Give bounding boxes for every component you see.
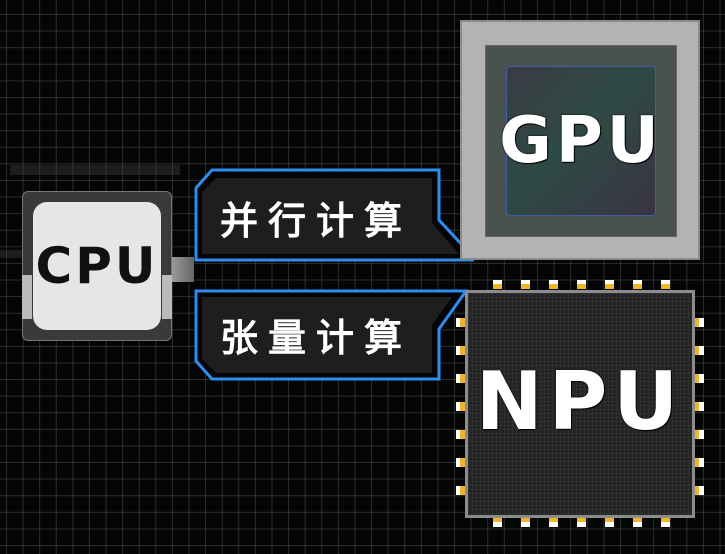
cpu-side-tab [162,275,172,319]
edge-label-cpu-gpu: 并行计算 [194,168,474,263]
npu-pin [577,280,586,289]
npu-pin [456,374,465,383]
decorative-bar [10,165,180,175]
npu-pin [456,486,465,495]
npu-label: NPU [475,354,685,448]
npu-pin [695,430,704,439]
npu-pin [456,346,465,355]
cpu-port-connector [172,257,194,282]
npu-pin [521,280,530,289]
tag-arrow-shape [194,168,474,262]
npu-pin [456,318,465,327]
npu-pin [695,374,704,383]
npu-pin [661,280,670,289]
gpu-label: GPU [499,104,663,178]
npu-pin [695,458,704,467]
gpu-die: GPU [499,66,659,216]
edge-label-text: 张量计算 [220,316,413,360]
tag-arrow-shape [194,289,469,381]
edge-label-text: 并行计算 [220,199,413,243]
gpu-substrate: GPU [485,45,677,237]
cpu-face: CPU [33,202,161,330]
npu-pin [633,518,642,527]
edge-label-cpu-npu: 张量计算 [194,289,474,384]
cpu-label: CPU [35,237,159,295]
npu-pin [633,280,642,289]
npu-pin [456,402,465,411]
npu-pin [456,458,465,467]
npu-pin [493,280,502,289]
npu-pin [521,518,530,527]
npu-pin [605,280,614,289]
npu-pin [695,346,704,355]
npu-pin [493,518,502,527]
npu-pin [456,430,465,439]
npu-chip: NPU [465,290,695,518]
npu-pin [661,518,670,527]
npu-pin [695,402,704,411]
decorative-bar [0,250,22,258]
npu-pin [577,518,586,527]
npu-pin [695,318,704,327]
cpu-side-tab [22,275,32,319]
gpu-chip: GPU [460,20,700,260]
npu-pin [549,518,558,527]
cpu-chip: CPU [22,191,172,341]
npu-pin [605,518,614,527]
npu-pin [549,280,558,289]
npu-pin [695,486,704,495]
